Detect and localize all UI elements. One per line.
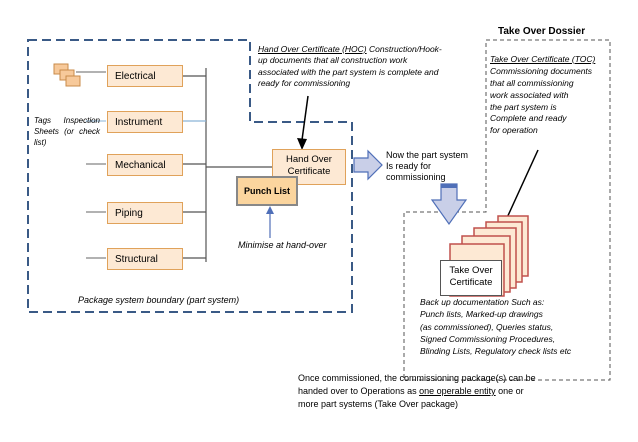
toc-def-line: for operation: [490, 125, 538, 136]
punch-list-box: Punch List: [236, 176, 298, 206]
tag-sheets-icon: [53, 63, 81, 87]
backup-line: Blinding Lists, Regulatory check lists e…: [420, 346, 572, 357]
tags-note: Tags Inspection Sheets (or check list): [34, 116, 100, 147]
footer-note: Once commissioned, the commissioning pac…: [298, 372, 608, 411]
punch-list-label: Punch List: [243, 186, 290, 196]
discipline-instrument: Instrument: [107, 111, 183, 133]
footer-line: handed over to Operations as one operabl…: [298, 385, 608, 398]
discipline-electrical: Electrical: [107, 65, 183, 87]
footer-emphasis: one operable entity: [419, 386, 496, 397]
hoc-box-line2: Certificate: [287, 165, 331, 177]
take-over-boundary: [403, 39, 611, 381]
ready-note-line: commissioning: [386, 171, 446, 182]
backup-line: Signed Commissioning Procedures,: [420, 333, 556, 344]
toc-def-line: Complete and ready: [490, 113, 567, 124]
hoc-box-line1: Hand Over: [286, 154, 332, 165]
take-over-dossier-title: Take Over Dossier: [498, 26, 586, 37]
ready-arrow: [353, 149, 383, 181]
toc-def-line: work associated with: [490, 89, 569, 100]
toc-definition: Take Over Certificate (TOC) Commissionin…: [490, 54, 608, 137]
discipline-label: Structural: [115, 253, 158, 265]
discipline-label: Piping: [115, 207, 143, 219]
ready-note-line: Now the part system: [386, 150, 469, 160]
discipline-piping: Piping: [107, 202, 183, 224]
toc-def-line: that all commissioning: [490, 77, 574, 88]
ready-for-commissioning-note: Now the part system Is ready for commiss…: [386, 150, 486, 182]
hoc-def-line: Construction/Hook-: [366, 44, 442, 54]
toc-def-line: the part system is: [490, 101, 557, 112]
hoc-def-line: ready for commissioning: [258, 78, 351, 89]
footer-line: more part systems (Take Over package): [298, 399, 459, 410]
discipline-structural: Structural: [107, 248, 183, 270]
hoc-def-line: associated with the part system is compl…: [258, 66, 439, 77]
toc-term: Take Over Certificate (TOC): [490, 54, 596, 64]
minimise-note: Minimise at hand-over: [238, 240, 327, 250]
discipline-mechanical: Mechanical: [107, 154, 183, 176]
backup-line: (as commissioned), Queries status,: [420, 321, 554, 332]
toc-def-line: Commissioning documents: [490, 65, 593, 76]
package-boundary-label: Package system boundary (part system): [78, 295, 240, 305]
ready-note-line: Is ready for: [386, 160, 432, 171]
toc-box-line2: Certificate: [449, 276, 493, 288]
hoc-term: Hand Over Certificate (HOC): [258, 44, 367, 54]
backup-line: Back up documentation Such as:: [420, 297, 545, 307]
footer-text: handed over to Operations as: [298, 386, 420, 397]
backup-line: Punch lists, Marked-up drawings: [420, 309, 543, 320]
footer-text: one or: [495, 386, 524, 397]
hoc-def-line: up documents that all construction work: [258, 55, 408, 66]
discipline-label: Instrument: [115, 116, 163, 128]
toc-box-line1: Take Over: [449, 265, 493, 276]
discipline-label: Mechanical: [115, 159, 166, 171]
package-boundary: [27, 39, 353, 313]
down-arrow: [430, 183, 468, 226]
take-over-certificate-box: Take Over Certificate: [440, 260, 502, 296]
backup-documentation: Back up documentation Such as: Punch lis…: [420, 296, 606, 358]
footer-line: Once commissioned, the commissioning pac…: [298, 373, 536, 383]
hoc-definition: Hand Over Certificate (HOC) Construction…: [258, 44, 480, 90]
discipline-label: Electrical: [115, 70, 156, 82]
